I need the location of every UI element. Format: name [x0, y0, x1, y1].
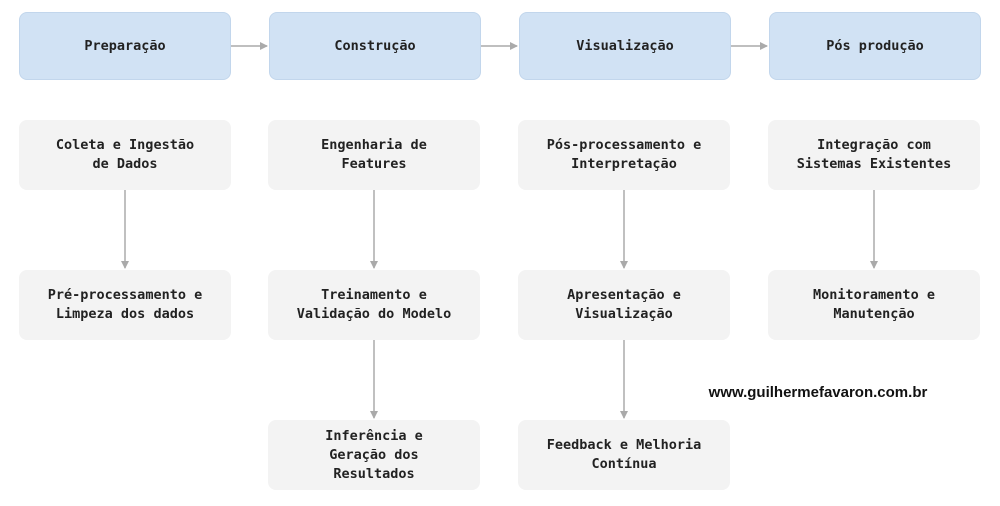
task-preprocessamento-limpeza: Pré-processamento e Limpeza dos dados — [19, 270, 231, 340]
task-treinamento-validacao: Treinamento e Validação do Modelo — [268, 270, 480, 340]
stage-visualizacao: Visualização — [519, 12, 731, 80]
website-url: www.guilhermefavaron.com.br — [708, 384, 928, 401]
task-integracao-sistemas: Integração com Sistemas Existentes — [768, 120, 980, 190]
stage-preparacao: Preparação — [19, 12, 231, 80]
stage-construcao: Construção — [269, 12, 481, 80]
stage-pos-producao: Pós produção — [769, 12, 981, 80]
task-monitoramento-manutencao: Monitoramento e Manutenção — [768, 270, 980, 340]
task-coleta-ingestao: Coleta e Ingestão de Dados — [19, 120, 231, 190]
task-apresentacao-visualizacao: Apresentação e Visualização — [518, 270, 730, 340]
task-feedback-melhoria: Feedback e Melhoria Contínua — [518, 420, 730, 490]
task-inferencia-resultados: Inferência e Geração dos Resultados — [268, 420, 480, 490]
task-engenharia-features: Engenharia de Features — [268, 120, 480, 190]
task-pos-processamento-interpretacao: Pós-processamento e Interpretação — [518, 120, 730, 190]
